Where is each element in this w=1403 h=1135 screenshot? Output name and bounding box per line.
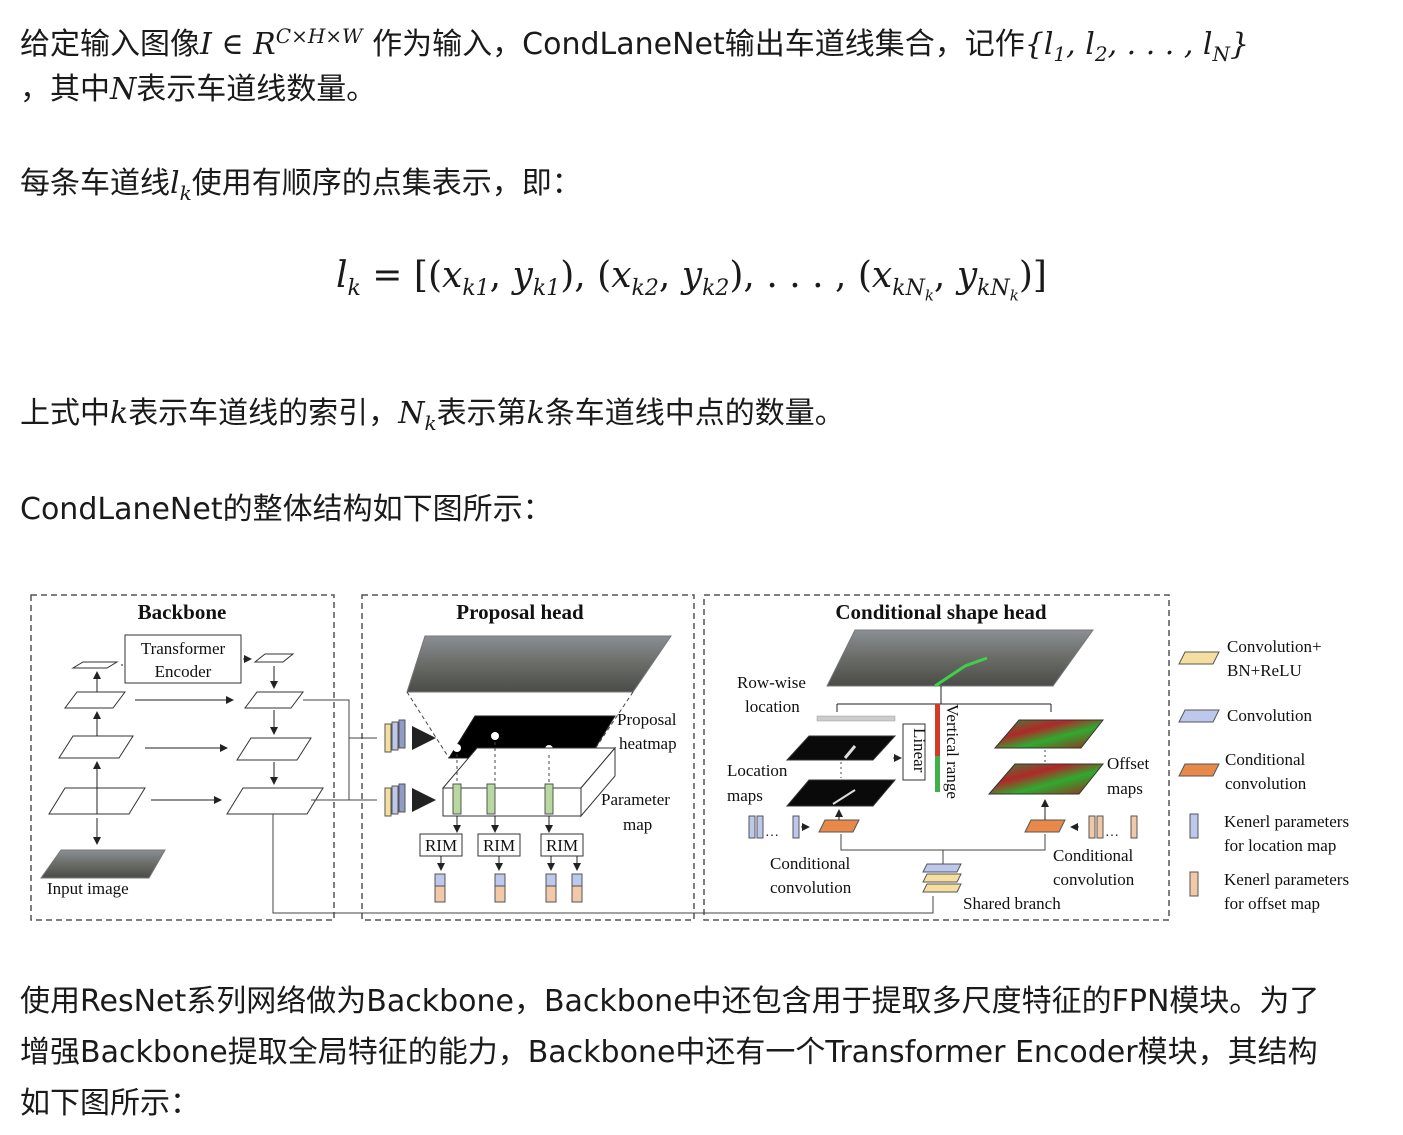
math-inline: {l1, l2, . . . , lN} (1025, 27, 1249, 62)
legend-item-4-line1: Kenerl parameters (1224, 812, 1349, 831)
legend-swatch-2 (1179, 710, 1219, 722)
proposal-heatmap-label-2: heatmap (619, 734, 677, 753)
rowwise-bar (817, 716, 895, 721)
legend-item-5-line1: Kenerl parameters (1224, 870, 1349, 889)
encoder-label-1: Transformer (141, 639, 226, 658)
feature-map-left-2 (59, 736, 133, 758)
display-formula: lk = [(xk1, yk1), (xk2, yk2), . . . , (x… (336, 255, 1047, 305)
feature-map-right-3 (245, 692, 303, 708)
proposal-heatmap-label-1: Proposal (617, 710, 677, 729)
parameter-map-front (443, 788, 581, 816)
svg-text:…: … (765, 825, 779, 840)
feature-map-right-1 (227, 788, 323, 814)
legend-swatch-4 (1190, 814, 1198, 838)
feature-map-right-2 (237, 738, 311, 760)
legend-item-3-line1: Conditional (1225, 750, 1306, 769)
offset-maps-label-2: maps (1107, 779, 1143, 798)
legend-swatch-3 (1179, 764, 1219, 776)
input-image-label: Input image (47, 879, 129, 898)
rowwise-label-2: location (745, 697, 800, 716)
offset-map-2 (989, 764, 1103, 794)
shape-head-input-image (827, 630, 1093, 686)
math-inline: k (110, 396, 128, 431)
location-maps-label-1: Location (727, 761, 788, 780)
vertical-range-label: Vertical range (943, 704, 962, 799)
rim-label-2: RIM (483, 836, 515, 855)
text-segment: 每条车道线 (20, 166, 170, 201)
legend-swatch-1 (1179, 652, 1219, 664)
paragraph-input-output-cont: ，其中N表示车道线数量。 (20, 70, 376, 110)
math-inline: ∈ (221, 27, 243, 62)
cond-conv-right (1025, 820, 1065, 832)
location-maps-label-2: maps (727, 786, 763, 805)
legend-item-4-line2: for location map (1224, 836, 1336, 855)
shared-branch-label: Shared branch (963, 894, 1061, 913)
location-map-2 (787, 780, 895, 806)
backbone-title: Backbone (138, 600, 227, 624)
text-segment: 表示第 (437, 396, 527, 431)
math-inline: RC×H×W (253, 27, 362, 62)
legend-item-1-line1: Convolution+ (1227, 637, 1322, 656)
text-segment: 表示车道线数量。 (136, 72, 376, 107)
linear-label: Linear (910, 728, 929, 773)
cond-conv-right-label-1: Conditional (1053, 846, 1134, 865)
input-image-thumbnail (41, 850, 165, 878)
paragraph-backbone-desc-2: 增强Backbone提取全局特征的能力，Backbone中还有一个Transfo… (20, 1033, 1318, 1073)
cond-conv-left (819, 820, 859, 832)
text-segment: 作为输入，CondLaneNet输出车道线集合，记作 (372, 27, 1025, 62)
offset-map-1 (995, 720, 1103, 748)
encoder-label-2: Encoder (155, 662, 212, 681)
proposal-input-image (407, 636, 671, 692)
paragraph-backbone-desc-3: 如下图所示： (20, 1084, 200, 1124)
math-inline: k (527, 396, 545, 431)
math-inline: I (200, 27, 212, 62)
text-segment: 使用有顺序的点集表示，即： (192, 166, 582, 201)
paragraph-backbone-desc-1: 使用ResNet系列网络做为Backbone，Backbone中还包含用于提取多… (20, 982, 1319, 1022)
parameter-map-label-1: Parameter (601, 790, 670, 809)
cond-conv-left-label-2: convolution (770, 878, 852, 897)
legend-item-1-line2: BN+ReLU (1227, 661, 1302, 680)
text-segment: 表示车道线的索引， (128, 396, 398, 431)
rim-label-3: RIM (546, 836, 578, 855)
feature-map-right-4 (255, 654, 293, 662)
text-segment: 上式中 (20, 396, 110, 431)
legend-item-2-line1: Convolution (1227, 706, 1313, 725)
offset-maps-label-1: Offset (1107, 754, 1149, 773)
cond-conv-left-label-1: Conditional (770, 854, 851, 873)
parameter-map-label-2: map (623, 815, 652, 834)
location-map-1 (787, 736, 895, 760)
math-inline: lk (170, 166, 192, 201)
text-segment: ，其中 (20, 72, 110, 107)
feature-map-left-3 (65, 692, 125, 708)
feature-map-left-4 (73, 662, 117, 668)
legend: Convolution+ BN+ReLU Convolution Conditi… (1179, 637, 1349, 913)
math-inline: N (110, 72, 136, 107)
paragraph-structure-intro: CondLaneNet的整体结构如下图所示： (20, 490, 553, 530)
paragraph-lane-def: 每条车道线lk使用有顺序的点集表示，即： (20, 164, 582, 213)
rim-label-1: RIM (425, 836, 457, 855)
paragraph-input-output: 给定输入图像I ∈ RC×H×W 作为输入，CondLaneNet输出车道线集合… (20, 16, 1249, 74)
rowwise-label-1: Row-wise (737, 673, 806, 692)
legend-swatch-5 (1190, 872, 1198, 896)
math-inline: Nk (398, 396, 436, 431)
proposal-head-title: Proposal head (456, 600, 584, 624)
paragraph-index-def: 上式中k表示车道线的索引，Nk表示第k条车道线中点的数量。 (20, 394, 845, 443)
text-segment: 条车道线中点的数量。 (545, 396, 845, 431)
shape-head-title: Conditional shape head (835, 600, 1047, 624)
svg-text:…: … (1105, 825, 1119, 840)
legend-item-3-line2: convolution (1225, 774, 1307, 793)
condlanenet-architecture-diagram: Backbone Proposal head Conditional shape… (25, 588, 1385, 928)
text-segment: 给定输入图像 (20, 27, 200, 62)
cond-conv-right-label-2: convolution (1053, 870, 1135, 889)
legend-item-5-line2: for offset map (1224, 894, 1320, 913)
